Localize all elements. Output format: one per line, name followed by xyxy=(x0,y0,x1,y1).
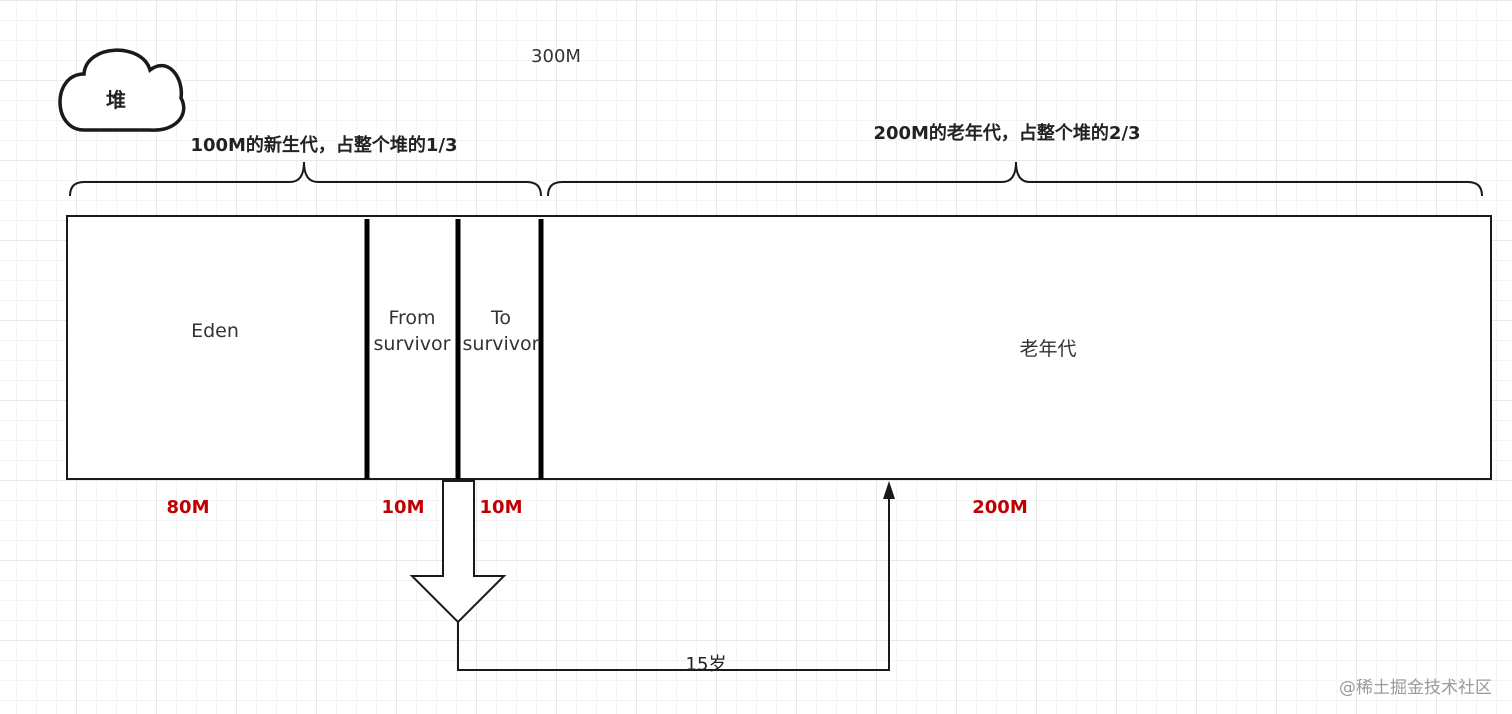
heap-label: 堆 xyxy=(106,88,126,112)
to-survivor-label-line2: survivor xyxy=(462,333,540,355)
to-survivor-label-line1: To xyxy=(490,307,511,329)
from-survivor-size: 10M xyxy=(381,497,425,518)
heap-bar xyxy=(66,215,1492,480)
old-gen-brace-label: 200M的老年代，占整个堆的2/3 xyxy=(873,123,1141,144)
to-survivor-label: To survivor xyxy=(463,305,540,357)
old-gen-label: 老年代 xyxy=(1019,338,1077,360)
from-survivor-label: From survivor xyxy=(374,305,451,357)
promotion-connector xyxy=(457,498,890,671)
promotion-arrowhead xyxy=(883,481,895,499)
old-gen-brace xyxy=(547,161,1483,197)
promotion-age-label: 15岁 xyxy=(685,654,727,675)
young-gen-brace-label: 100M的新生代，占整个堆的1/3 xyxy=(190,135,458,156)
heap-cloud-shape xyxy=(58,48,186,132)
eden-size: 80M xyxy=(166,497,210,518)
eden-label: Eden xyxy=(191,320,239,342)
watermark: @稀土掘金技术社区 xyxy=(1339,678,1492,698)
from-survivor-label-line2: survivor xyxy=(373,333,451,355)
minor-gc-down-arrow xyxy=(409,480,507,624)
total-size-label: 300M xyxy=(531,46,581,67)
to-survivor-size: 10M xyxy=(479,497,523,518)
old-gen-size: 200M xyxy=(972,497,1028,518)
young-gen-brace xyxy=(69,161,542,197)
from-survivor-label-line1: From xyxy=(388,307,436,329)
